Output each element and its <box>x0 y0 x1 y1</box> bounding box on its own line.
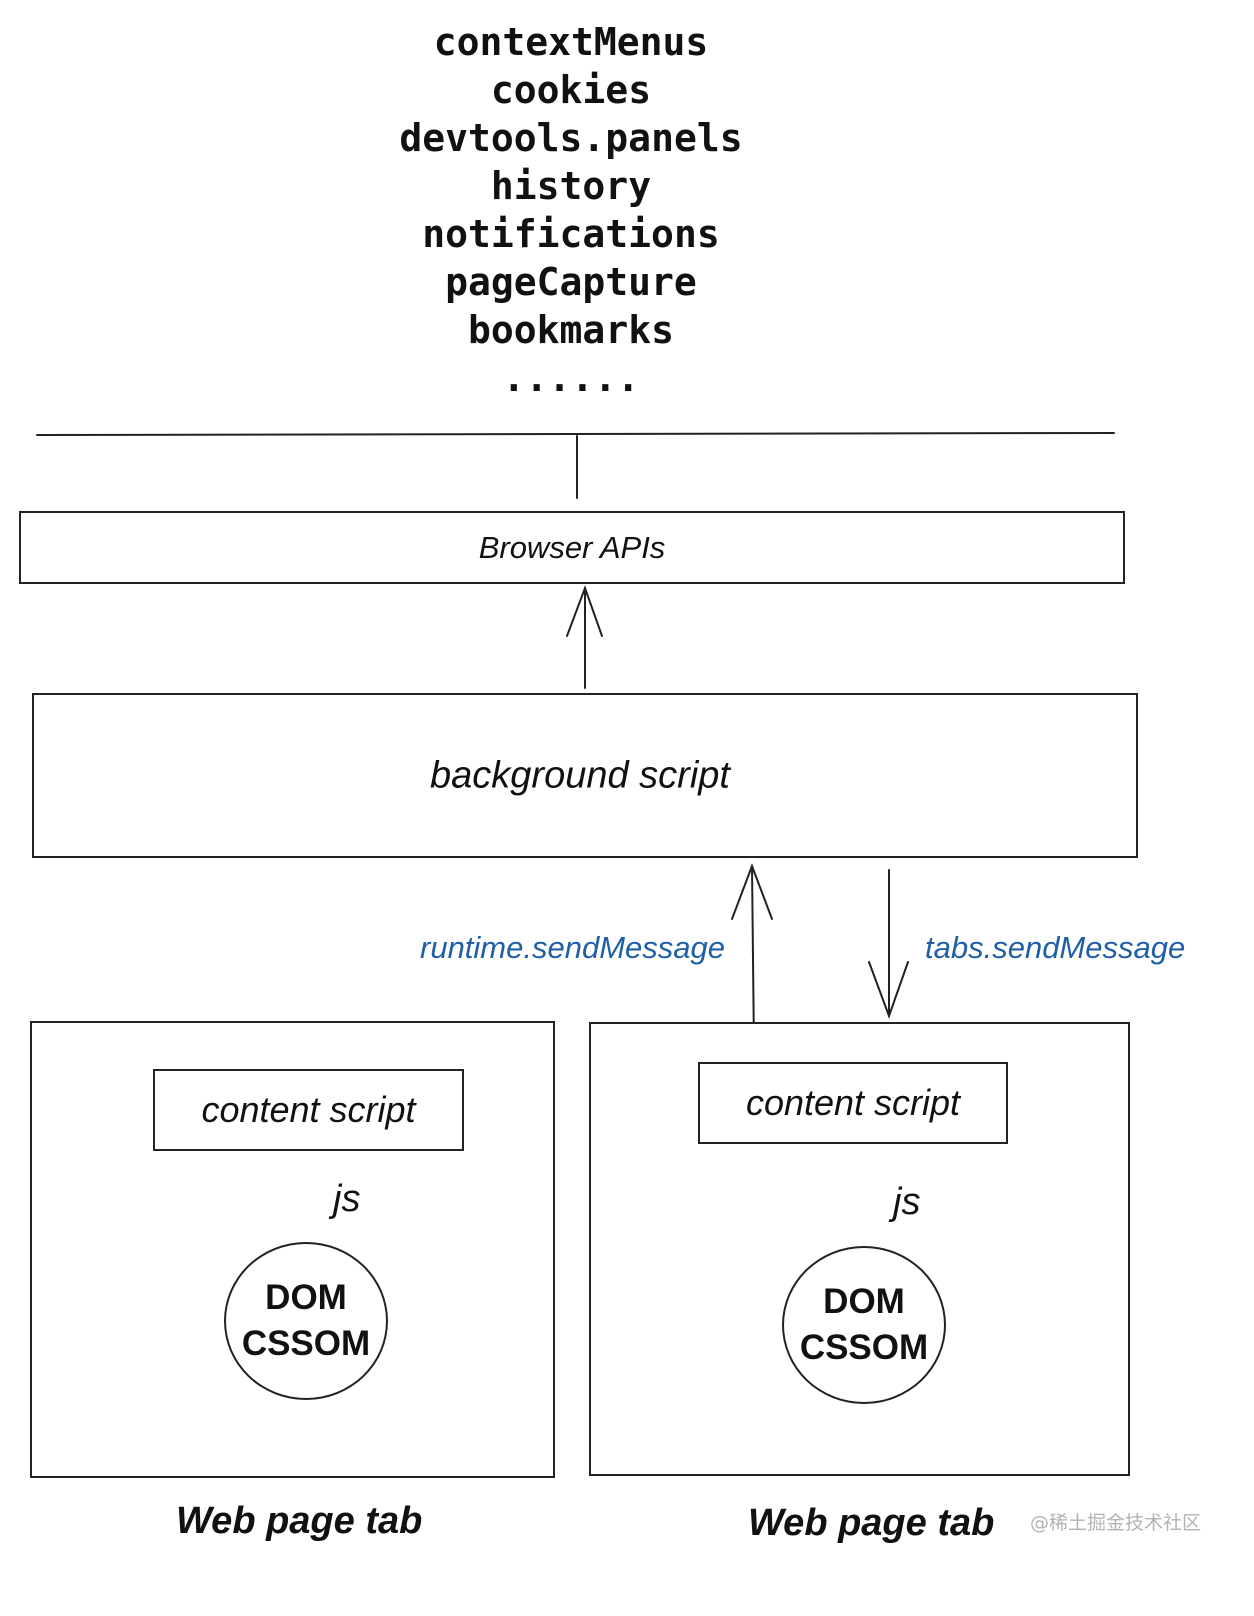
cssom-label: CSSOM <box>799 1328 929 1367</box>
api-item: notifications <box>422 212 720 256</box>
web-page-tab-caption-left: Web page tab <box>176 1500 423 1542</box>
browser-apis-box: Browser APIs <box>19 511 1125 584</box>
content-script-label-right: content script <box>745 1082 961 1123</box>
runtime-sendmessage-arrow <box>731 863 773 1051</box>
browser-apis-label: Browser APIs <box>478 529 666 565</box>
watermark: @稀土掘金技术社区 <box>1030 1512 1202 1534</box>
dom-cssom-circle-left: DOM CSSOM <box>224 1242 388 1400</box>
browser-api-list: contextMenus cookies devtools.panels his… <box>331 18 811 402</box>
api-item: pageCapture <box>445 260 697 304</box>
background-script-box: background script <box>32 693 1138 858</box>
js-label-right: js <box>893 1181 921 1223</box>
api-item: cookies <box>490 68 652 112</box>
dom-label: DOM <box>265 1278 347 1317</box>
api-item: bookmarks <box>468 308 674 352</box>
content-script-box-right: content script <box>698 1062 1008 1144</box>
background-script-label: background script <box>430 754 730 796</box>
tabs-sendmessage-arrow <box>868 869 909 1019</box>
tabs-sendmessage-label: tabs.sendMessage <box>925 930 1186 965</box>
api-item: history <box>490 164 652 208</box>
cssom-label: CSSOM <box>241 1324 371 1363</box>
runtime-sendmessage-label: runtime.sendMessage <box>420 930 725 965</box>
dom-cssom-circle-right: DOM CSSOM <box>782 1246 946 1404</box>
api-item-ellipsis: ...... <box>502 356 640 400</box>
content-script-label-left: content script <box>201 1089 416 1130</box>
api-item: devtools.panels <box>399 116 743 160</box>
js-label-left: js <box>333 1178 361 1220</box>
dom-label: DOM <box>823 1282 905 1321</box>
background-to-browser-apis-arrow <box>566 585 603 689</box>
separator-line <box>36 432 1115 436</box>
content-script-box-left: content script <box>153 1069 464 1151</box>
web-page-tab-caption-right: Web page tab <box>748 1502 995 1544</box>
api-item: contextMenus <box>433 20 709 64</box>
